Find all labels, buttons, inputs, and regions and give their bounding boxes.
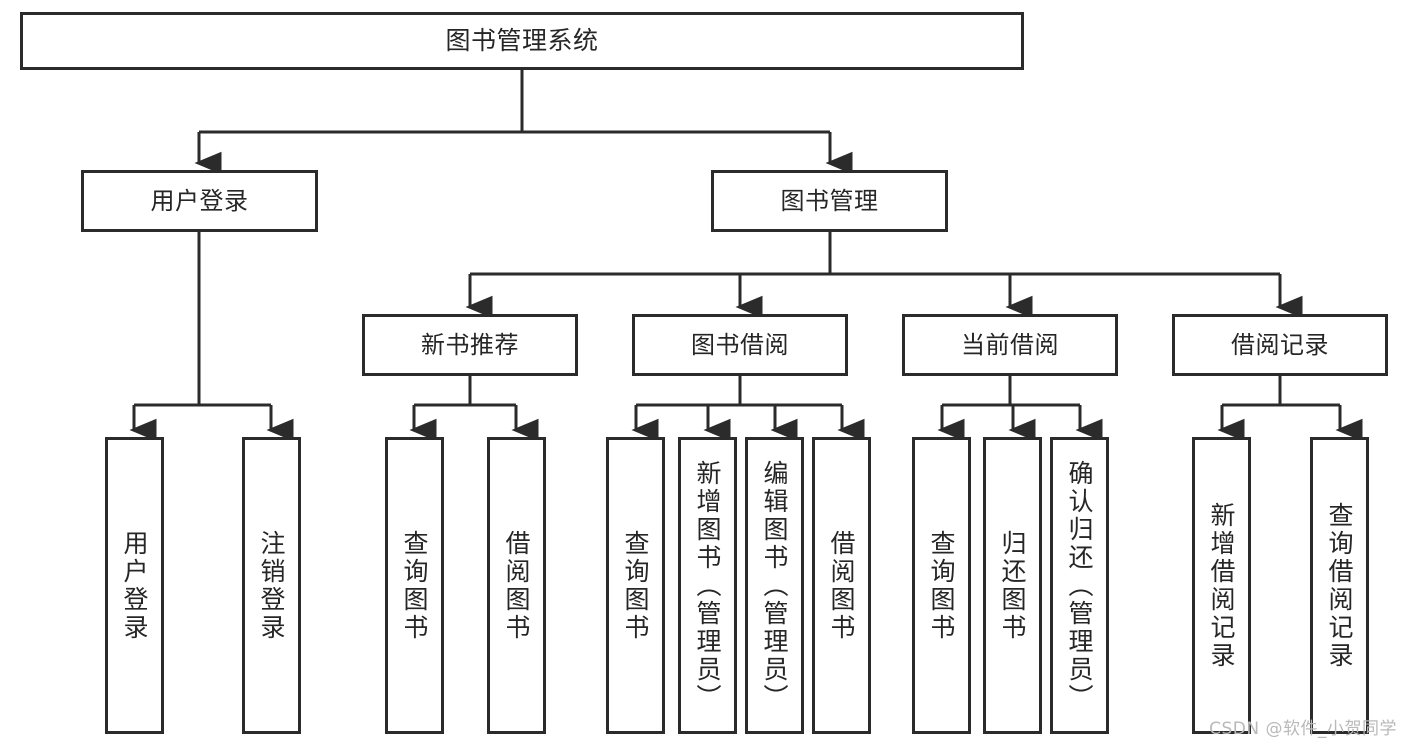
node-leaf-add-record-label: 新增借阅记录 (1207, 501, 1236, 670)
node-leaf-return-book-label: 归还图书 (998, 529, 1027, 642)
node-book-manage-label: 图书管理 (780, 186, 879, 215)
node-root[interactable]: 图书管理系统 (20, 12, 1024, 70)
node-leaf-edit-book-label: 编辑图书（管理员） (760, 459, 789, 712)
node-current-borrow-label: 当前借阅 (961, 330, 1059, 359)
node-leaf-add-record[interactable]: 新增借阅记录 (1192, 437, 1251, 734)
node-leaf-add-book-label: 新增图书（管理员） (693, 459, 722, 712)
node-root-label: 图书管理系统 (445, 26, 599, 56)
node-leaf-borrow-book-1[interactable]: 借阅图书 (487, 437, 546, 734)
node-leaf-query-record[interactable]: 查询借阅记录 (1310, 437, 1369, 734)
node-book-manage[interactable]: 图书管理 (711, 170, 948, 232)
node-book-borrow[interactable]: 图书借阅 (632, 314, 848, 376)
node-leaf-logout[interactable]: 注销登录 (242, 437, 301, 734)
node-leaf-add-book[interactable]: 新增图书（管理员） (678, 437, 737, 734)
node-leaf-borrow-book-2[interactable]: 借阅图书 (812, 437, 871, 734)
node-leaf-confirm-return[interactable]: 确认归还（管理员） (1050, 437, 1109, 734)
node-leaf-query-book-3[interactable]: 查询图书 (912, 437, 971, 734)
node-leaf-query-book-2[interactable]: 查询图书 (606, 437, 665, 734)
node-borrow-record-label: 借阅记录 (1231, 330, 1329, 359)
node-leaf-logout-label: 注销登录 (257, 529, 286, 642)
node-current-borrow[interactable]: 当前借阅 (902, 314, 1118, 376)
node-leaf-return-book[interactable]: 归还图书 (983, 437, 1042, 734)
node-leaf-edit-book[interactable]: 编辑图书（管理员） (745, 437, 804, 734)
node-leaf-user-login-label: 用户登录 (120, 529, 149, 642)
node-leaf-query-record-label: 查询借阅记录 (1325, 501, 1354, 670)
node-leaf-confirm-return-label: 确认归还（管理员） (1065, 459, 1094, 712)
csdn-watermark: CSDN @软件_小贺同学 (1209, 719, 1397, 739)
node-leaf-query-book-2-label: 查询图书 (621, 529, 650, 642)
node-leaf-query-book-3-label: 查询图书 (927, 529, 956, 642)
node-user-login-label: 用户登录 (150, 186, 249, 215)
node-leaf-borrow-book-1-label: 借阅图书 (502, 529, 531, 642)
node-user-login[interactable]: 用户登录 (81, 170, 318, 232)
node-new-book-recommend[interactable]: 新书推荐 (362, 314, 578, 376)
node-borrow-record[interactable]: 借阅记录 (1172, 314, 1388, 376)
node-new-book-recommend-label: 新书推荐 (421, 330, 519, 359)
node-leaf-query-book-1-label: 查询图书 (400, 529, 429, 642)
node-leaf-query-book-1[interactable]: 查询图书 (385, 437, 444, 734)
node-leaf-user-login[interactable]: 用户登录 (105, 437, 164, 734)
node-leaf-borrow-book-2-label: 借阅图书 (827, 529, 856, 642)
node-book-borrow-label: 图书借阅 (691, 330, 789, 359)
